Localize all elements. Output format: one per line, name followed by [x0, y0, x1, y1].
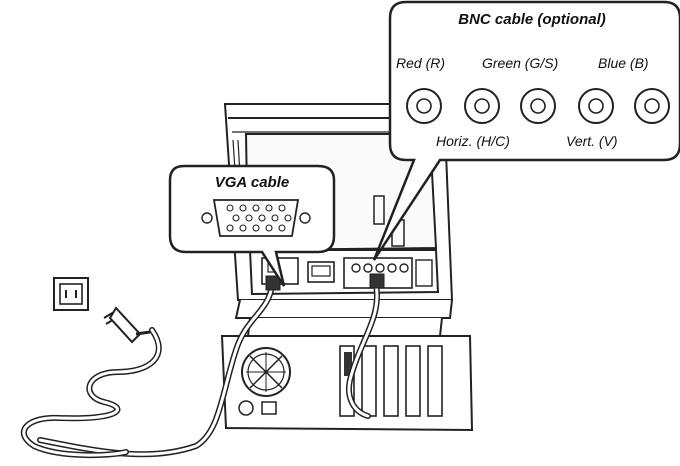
label-vert: Vert. (V): [566, 133, 618, 149]
fan-grille-icon: [242, 348, 290, 396]
label-red: Red (R): [396, 55, 445, 71]
power-plug-icon: [104, 308, 150, 342]
label-blue: Blue (B): [598, 55, 649, 71]
bnc-callout-title: BNC cable (optional): [458, 11, 606, 28]
wall-outlet-icon: [54, 278, 88, 310]
vga-callout-title: VGA cable: [215, 174, 289, 191]
label-green: Green (G/S): [482, 55, 558, 71]
label-horiz: Horiz. (H/C): [436, 133, 510, 149]
vga-connector-icon: [202, 200, 310, 236]
